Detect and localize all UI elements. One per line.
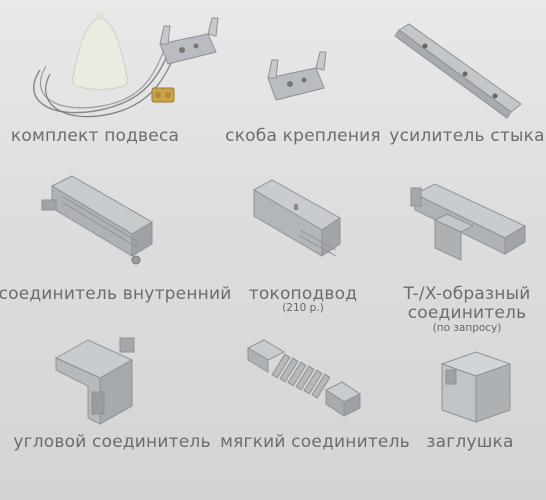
- label-power-feed: токоподвод: [248, 284, 358, 304]
- label-suspension-kit: комплект подвеса: [10, 126, 180, 146]
- label-mounting-bracket: скоба крепления: [225, 126, 381, 146]
- joint-reinforcer-image: [394, 23, 522, 119]
- t-x-connector-image: [410, 183, 527, 261]
- corner-connector-image: [54, 337, 135, 425]
- label-t-x-connector-line1: T-/X-образный: [403, 284, 531, 304]
- mounting-bracket-image: [159, 17, 327, 101]
- label-end-cap: заглушка: [426, 432, 514, 452]
- label-joint-reinforcer: усилитель стыка: [389, 126, 545, 146]
- suspension-kit-image: [33, 12, 177, 118]
- internal-connector-image: [41, 175, 153, 265]
- end-cap-image: [440, 351, 512, 423]
- note-t-x-connector: (по запросу): [432, 322, 502, 334]
- flexible-connector-image: [246, 339, 361, 417]
- label-internal-connector: соединитель внутренний: [0, 284, 232, 304]
- label-corner-connector: угловой соединитель: [13, 432, 211, 452]
- label-t-x-connector-line2: соединитель: [407, 303, 527, 323]
- label-flexible-connector: мягкий соединитель: [220, 432, 410, 452]
- power-feed-image: [252, 179, 341, 257]
- note-power-feed-price: (210 р.): [282, 302, 324, 314]
